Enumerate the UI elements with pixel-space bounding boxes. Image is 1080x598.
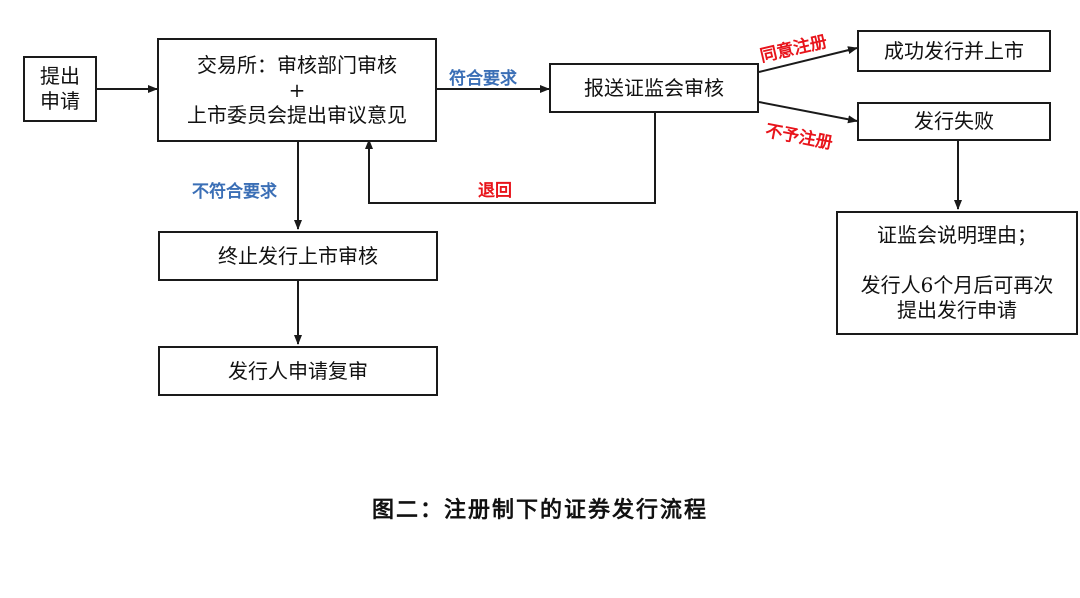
node-exchange-review-line-1: 交易所：审核部门审核 bbox=[197, 52, 397, 77]
node-exchange-review-line-3: 上市委员会提出审议意见 bbox=[187, 102, 407, 127]
node-fail: 发行失败 bbox=[857, 102, 1051, 141]
node-re-review-text: 发行人申请复审 bbox=[228, 358, 368, 383]
node-csrc-reason-line-2: 发行人6个月后可再次 bbox=[860, 273, 1054, 297]
node-apply-line-2: 申请 bbox=[40, 89, 80, 113]
node-csrc-reason: 证监会说明理由； 发行人6个月后可再次 提出发行申请 bbox=[836, 211, 1078, 335]
arrow-csrc-to-fail bbox=[758, 101, 858, 124]
node-csrc-submit-text: 报送证监会审核 bbox=[584, 75, 724, 100]
node-success: 成功发行并上市 bbox=[857, 30, 1051, 72]
node-terminate-text: 终止发行上市审核 bbox=[218, 243, 378, 268]
node-fail-text: 发行失败 bbox=[914, 109, 994, 133]
arrow-csrc-return bbox=[365, 113, 656, 204]
edge-label-meets: 符合要求 bbox=[449, 69, 517, 89]
node-re-review: 发行人申请复审 bbox=[158, 346, 438, 396]
node-csrc-reason-line-3: 提出发行申请 bbox=[896, 298, 1017, 322]
node-csrc-reason-spacer bbox=[861, 248, 1054, 273]
node-csrc-submit: 报送证监会审核 bbox=[549, 63, 759, 113]
node-terminate: 终止发行上市审核 bbox=[158, 231, 438, 281]
edge-label-return: 退回 bbox=[478, 181, 512, 201]
figure-caption: 图二：注册制下的证券发行流程 bbox=[371, 497, 708, 523]
node-csrc-reason-line-1: 证监会说明理由； bbox=[876, 223, 1037, 247]
node-apply: 提出 申请 bbox=[23, 56, 97, 122]
node-success-text: 成功发行并上市 bbox=[884, 38, 1024, 63]
arrow-csrc-to-success bbox=[758, 46, 858, 73]
edge-label-not-meets: 不符合要求 bbox=[192, 182, 277, 202]
node-apply-line-1: 提出 bbox=[40, 64, 80, 88]
node-exchange-review-line-2: + bbox=[288, 77, 306, 102]
node-exchange-review: 交易所：审核部门审核 + 上市委员会提出审议意见 bbox=[157, 38, 437, 142]
